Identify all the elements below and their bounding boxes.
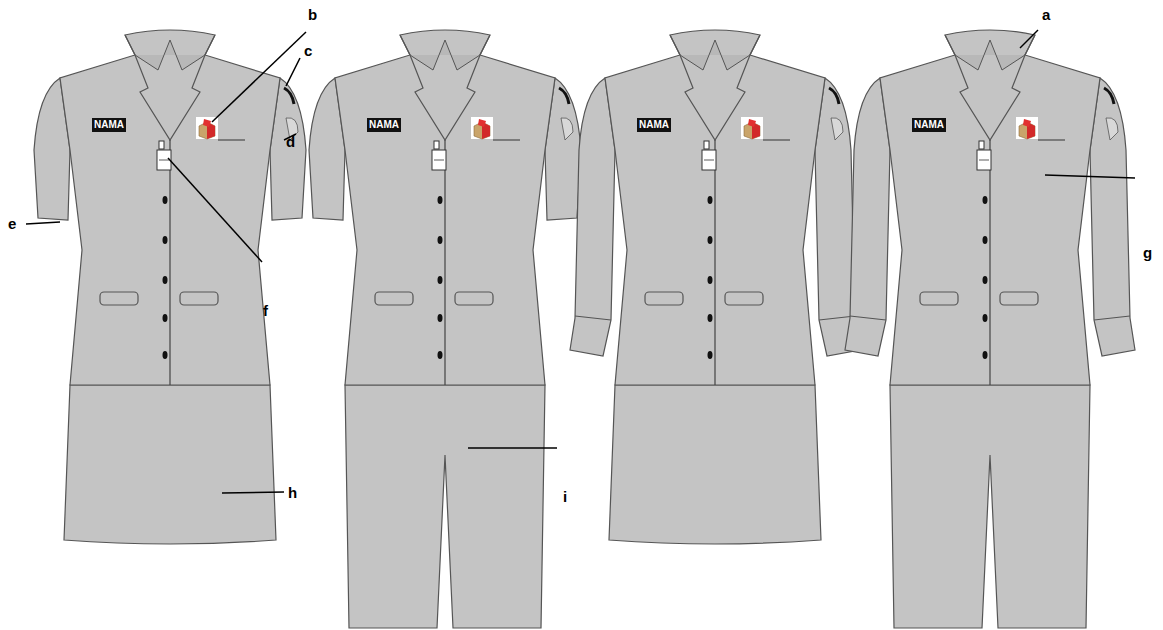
name-tag-text: NAMA bbox=[914, 119, 944, 130]
uniform-long-pants bbox=[845, 30, 1135, 628]
name-tag: NAMA bbox=[367, 118, 401, 132]
name-tag: NAMA bbox=[92, 118, 126, 132]
name-tag-text: NAMA bbox=[369, 119, 399, 130]
name-tag-text: NAMA bbox=[94, 119, 124, 130]
callout-letter: b bbox=[308, 6, 317, 23]
leader-lines bbox=[26, 30, 1135, 493]
callout-letter: c bbox=[304, 42, 312, 59]
name-tag-text: NAMA bbox=[639, 119, 669, 130]
name-tag: NAMA bbox=[912, 118, 946, 132]
callout-letter: f bbox=[263, 302, 268, 319]
callout-letter: e bbox=[8, 215, 16, 232]
name-tag: NAMA bbox=[637, 118, 671, 132]
uniform-short-skirt bbox=[34, 30, 306, 544]
uniform-long-skirt bbox=[570, 30, 860, 544]
callout-letter: g bbox=[1143, 244, 1152, 261]
callout-letter: h bbox=[288, 484, 297, 501]
callout-letter: a bbox=[1042, 6, 1050, 23]
uniform-short-pants bbox=[309, 30, 581, 628]
callout-letter: d bbox=[286, 133, 295, 150]
callout-letter: i bbox=[563, 488, 567, 505]
